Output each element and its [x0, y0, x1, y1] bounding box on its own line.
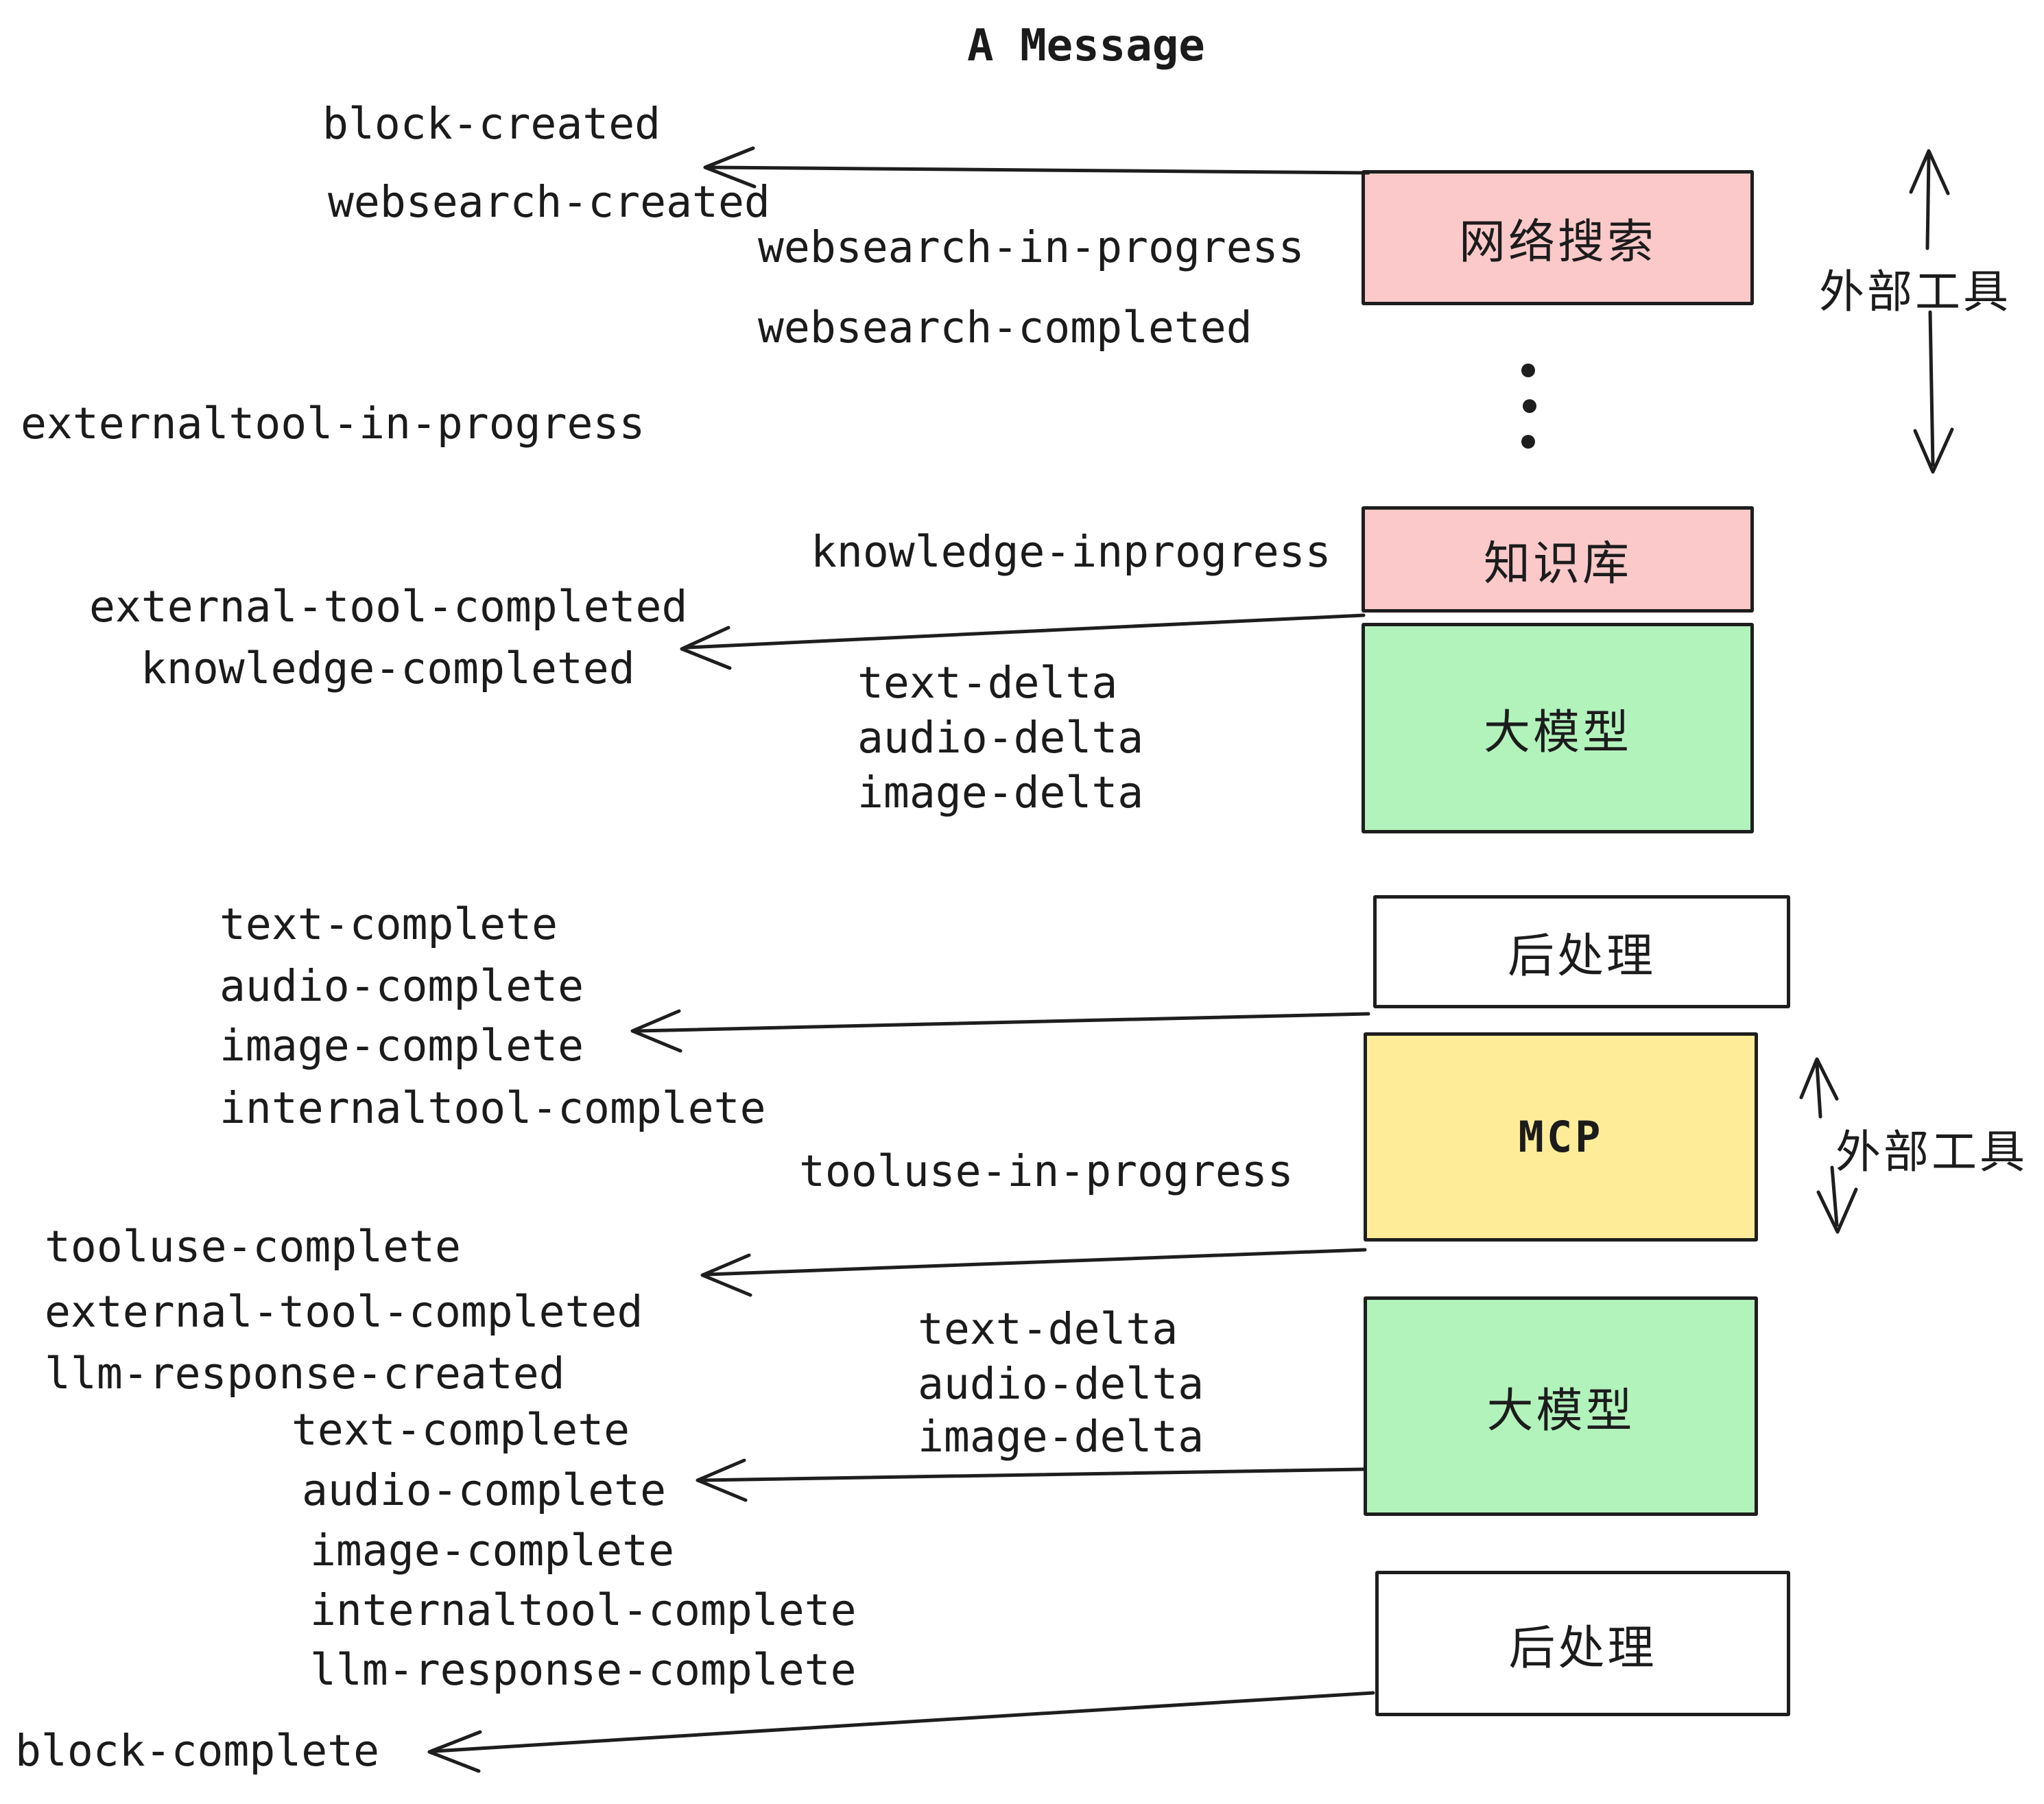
arrow-down-icon-external-tools-top	[1913, 310, 1954, 474]
arrow-up-icon-external-tools-top	[1909, 149, 1950, 250]
box-llm-top-label: 大模型	[1483, 706, 1632, 760]
event-audio-delta-1: audio-delta	[857, 713, 1144, 763]
arrow-left-icon-tooluse-complete	[700, 1248, 1367, 1297]
arrow-up-icon-external-tools-bottom	[1799, 1057, 1839, 1119]
arrow-left-icon-audio-complete	[696, 1458, 1366, 1502]
event-text-complete-1: text-complete	[219, 899, 558, 949]
box-postprocess-bottom-label: 后处理	[1508, 1621, 1657, 1676]
box-postprocess-bottom: 后处理	[1375, 1571, 1790, 1716]
event-llm-response-complete: llm-response-complete	[310, 1645, 857, 1695]
event-external-tool-completed-2: external-tool-completed	[45, 1287, 643, 1337]
box-llm-bottom-label: 大模型	[1486, 1384, 1635, 1438]
event-audio-delta-2: audio-delta	[918, 1359, 1204, 1409]
box-knowledge-label: 知识库	[1483, 537, 1632, 591]
event-externaltool-in-progress: externaltool-in-progress	[21, 399, 645, 449]
event-image-complete-2: image-complete	[310, 1526, 675, 1576]
event-tooluse-complete: tooluse-complete	[45, 1222, 461, 1272]
event-image-complete-1: image-complete	[219, 1021, 584, 1071]
event-image-delta-1: image-delta	[857, 768, 1144, 818]
event-knowledge-completed: knowledge-completed	[141, 643, 635, 693]
event-tooluse-in-progress: tooluse-in-progress	[799, 1146, 1294, 1196]
box-knowledge: 知识库	[1362, 506, 1754, 613]
box-mcp: MCP	[1364, 1032, 1758, 1242]
arrow-left-icon-image-complete	[630, 1009, 1370, 1053]
event-audio-complete-1: audio-complete	[219, 961, 584, 1011]
event-text-complete-2: text-complete	[292, 1405, 630, 1455]
arrow-left-icon-block-complete	[427, 1691, 1375, 1773]
vertical-ellipsis-icon	[1521, 364, 1536, 449]
box-websearch: 网络搜索	[1362, 170, 1754, 305]
event-internaltool-complete-2: internaltool-complete	[310, 1585, 857, 1635]
event-block-complete: block-complete	[15, 1726, 380, 1776]
label-external-tools-top: 外部工具	[1819, 265, 2011, 318]
event-knowledge-inprogress: knowledge-inprogress	[811, 527, 1331, 577]
arrow-left-icon-block-created	[703, 146, 1370, 189]
event-llm-response-created: llm-response-created	[45, 1349, 565, 1399]
event-external-tool-completed: external-tool-completed	[89, 582, 688, 632]
event-image-delta-2: image-delta	[918, 1412, 1204, 1462]
event-internaltool-complete-1: internaltool-complete	[219, 1083, 766, 1133]
event-audio-complete-2: audio-complete	[302, 1465, 667, 1515]
event-block-created: block-created	[322, 99, 661, 149]
diagram-title: A Message	[967, 21, 1205, 71]
box-llm-bottom: 大模型	[1364, 1296, 1758, 1516]
label-external-tools-bottom: 外部工具	[1835, 1126, 2028, 1178]
box-postprocess-top-label: 后处理	[1507, 929, 1656, 984]
box-mcp-label: MCP	[1518, 1112, 1604, 1162]
event-websearch-completed: websearch-completed	[758, 302, 1252, 353]
event-text-delta-1: text-delta	[857, 658, 1118, 708]
box-websearch-label: 网络搜索	[1458, 215, 1656, 270]
box-llm-top: 大模型	[1362, 623, 1754, 833]
event-websearch-in-progress: websearch-in-progress	[758, 222, 1305, 272]
event-websearch-created: websearch-created	[328, 177, 770, 227]
box-postprocess-top: 后处理	[1373, 895, 1790, 1008]
event-text-delta-2: text-delta	[918, 1304, 1178, 1354]
